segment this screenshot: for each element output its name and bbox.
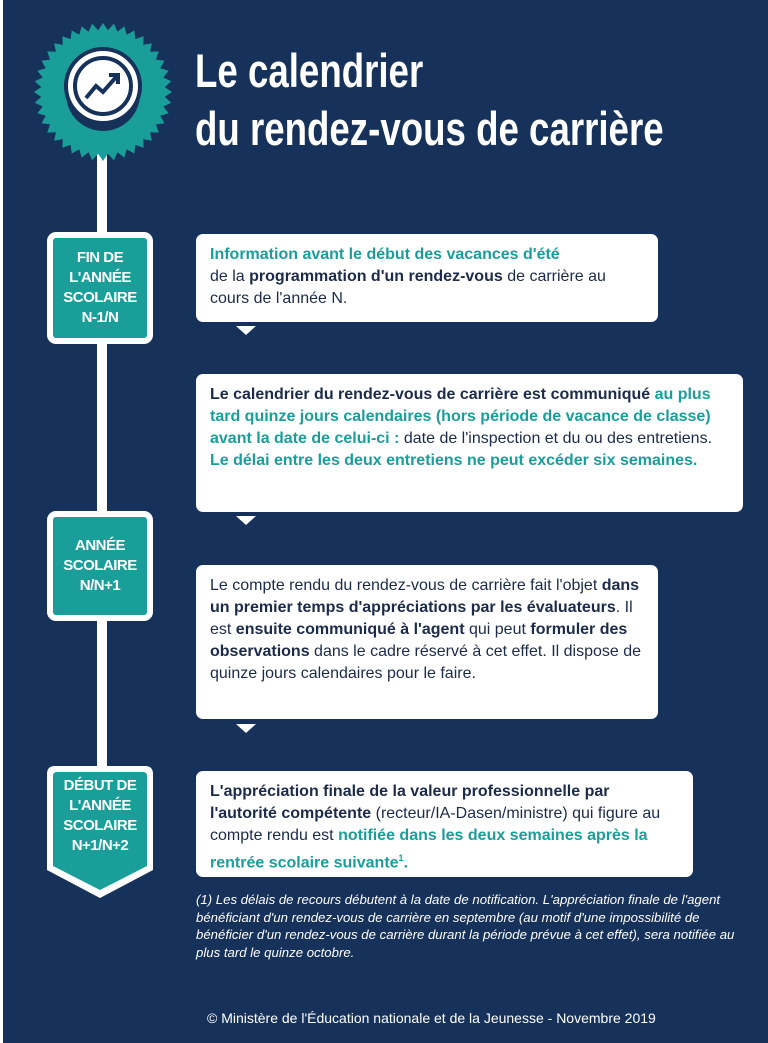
- badge-trending-up-icon: [34, 23, 172, 161]
- label-line: DÉBUT DE: [63, 777, 137, 794]
- title-line-1: Le calendrier: [195, 44, 424, 97]
- bold-text: programmation d'un rendez-vous: [249, 268, 503, 285]
- bold-text: formuler des observations: [210, 621, 628, 660]
- timeline-line: [97, 150, 107, 780]
- label-line: SCOLAIRE: [63, 557, 137, 574]
- page-title: Le calendrier du rendez-vous de carrière: [195, 42, 664, 158]
- label-line: ANNÉE: [74, 537, 126, 554]
- text: date de l'inspection et du ou des entret…: [399, 430, 713, 447]
- highlight-text: au plus tard quinze jours calendaires (h…: [210, 386, 711, 447]
- label-line: N-1/N: [81, 309, 119, 326]
- text: Le compte rendu du rendez-vous de carriè…: [210, 577, 602, 594]
- footnote-marker: 1: [398, 853, 404, 863]
- bold-text: L'appréciation finale de la valeur profe…: [210, 783, 610, 822]
- period-label-start-year: DÉBUT DE L'ANNÉE SCOLAIRE N+1/N+2: [47, 776, 153, 856]
- title-line-2: du rendez-vous de carrière: [195, 102, 664, 155]
- arrow-down-icon: [236, 516, 256, 525]
- highlight-text: Le délai entre les deux entretiens ne pe…: [210, 452, 698, 469]
- infographic: Le calendrier du rendez-vous de carrière…: [3, 0, 768, 1043]
- copyright: © Ministère de l'Éducation nationale et …: [207, 1010, 656, 1026]
- highlight-text: notifiée dans les deux semaines après la…: [210, 827, 648, 872]
- label-line: SCOLAIRE: [63, 289, 137, 306]
- period-label-school-year: ANNÉE SCOLAIRE N/N+1: [47, 511, 153, 621]
- label-line: FIN DE: [76, 249, 124, 266]
- step-box-4: L'appréciation finale de la valeur profe…: [196, 771, 693, 877]
- arrow-down-icon: [236, 326, 256, 335]
- bold-text: ensuite communiqué à l'agent: [235, 621, 465, 638]
- label-line: L'ANNÉE: [69, 797, 131, 814]
- period-label-shape: [47, 766, 153, 898]
- text: qui peut: [464, 621, 531, 638]
- label-line: L'ANNÉE: [69, 269, 131, 286]
- highlight-text: .: [403, 854, 409, 872]
- text: dans le cadre réservé à cet effet. Il di…: [210, 643, 642, 682]
- footnote: (1) Les délais de recours débutent à la …: [196, 892, 735, 960]
- bold-text: dans un premier temps d'appréciations pa…: [210, 577, 640, 616]
- label-line: N/N+1: [79, 577, 121, 594]
- text: de carrière au cours de l'année N.: [210, 268, 606, 307]
- step-box-3: Le compte rendu du rendez-vous de carriè…: [196, 565, 658, 719]
- label-line: SCOLAIRE: [63, 817, 137, 834]
- text: de la: [210, 268, 250, 285]
- text: (recteur/IA-Dasen/ministre) qui figure a…: [210, 805, 661, 844]
- highlight-text: Information avant le début des vacances …: [210, 246, 560, 263]
- step-box-2: Le calendrier du rendez-vous de carrière…: [196, 374, 743, 512]
- step-box-1: Information avant le début des vacances …: [196, 234, 658, 322]
- text: . Il est: [210, 599, 633, 638]
- label-line: N+1/N+2: [71, 837, 129, 854]
- arrow-down-icon: [236, 724, 256, 733]
- period-label-end-year: FIN DE L'ANNÉE SCOLAIRE N-1/N: [47, 232, 153, 344]
- bold-text: Le calendrier du rendez-vous de carrière…: [210, 386, 651, 403]
